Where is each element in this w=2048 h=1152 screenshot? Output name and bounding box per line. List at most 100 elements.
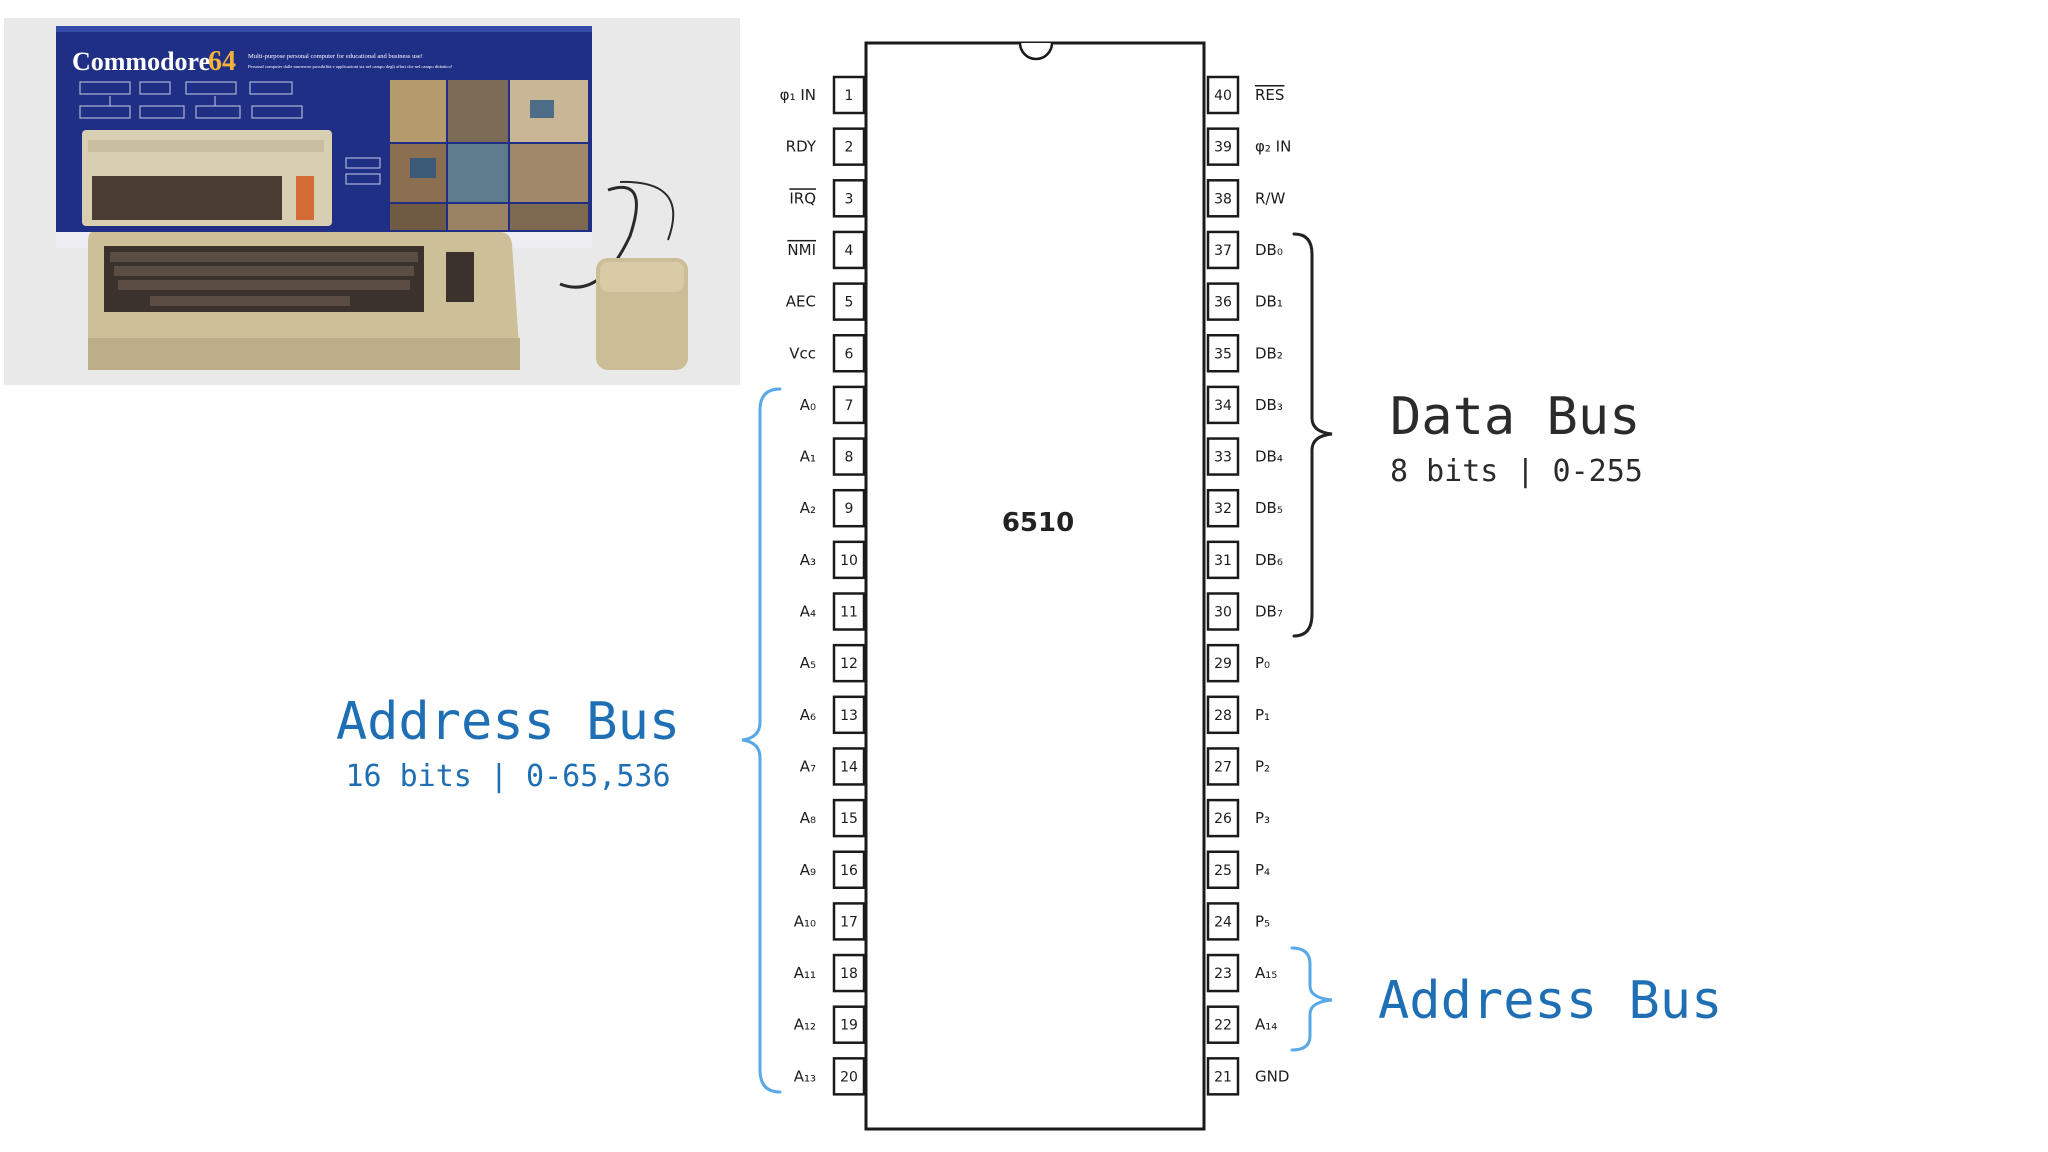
pin-label: A₃ — [800, 551, 816, 569]
pin-label: DB₃ — [1255, 396, 1283, 414]
data-bus-bracket — [1292, 232, 1333, 638]
chip-body — [864, 41, 1206, 1131]
pin-label: A₈ — [800, 809, 816, 827]
pin-number: 5 — [845, 295, 854, 311]
pin-label: RES — [1255, 86, 1284, 104]
pin-number: 25 — [1214, 863, 1232, 879]
pin-number: 13 — [840, 708, 858, 724]
pin-8: 8 A₁ — [800, 437, 866, 476]
pin-box — [832, 592, 866, 631]
pin-label: A₁₂ — [794, 1016, 816, 1034]
pin-number: 40 — [1214, 88, 1232, 104]
pin-label: P₅ — [1255, 912, 1270, 930]
chip-notch — [1018, 42, 1054, 61]
pin-label: A₀ — [800, 396, 816, 414]
pin-label: A₁ — [800, 448, 816, 466]
pin-18: 18 A₁₁ — [794, 953, 866, 993]
commodore-64-photo: Commodore 64 Multi-purpose personal comp… — [4, 18, 740, 385]
pin-number: 11 — [840, 605, 858, 621]
pin-box — [1206, 1057, 1240, 1096]
pin-number: 30 — [1214, 605, 1232, 621]
pin-number: 37 — [1214, 243, 1232, 259]
pin-label: P₀ — [1255, 654, 1270, 672]
pin-label: AEC — [786, 293, 816, 311]
pin-box — [832, 437, 866, 476]
pin-number: 14 — [840, 759, 858, 775]
pin-label: A₁₄ — [1255, 1016, 1277, 1034]
pin-number: 6 — [845, 346, 854, 362]
pin-label: A₁₁ — [794, 964, 816, 982]
pin-label: DB₆ — [1255, 551, 1283, 569]
c64-peripheral — [559, 180, 688, 370]
pin-label: DB₂ — [1255, 344, 1283, 362]
pin-box — [832, 127, 866, 166]
pin-number: 23 — [1214, 966, 1232, 982]
address-bus-bracket-right — [1290, 946, 1333, 1052]
address-bus-bracket-left — [741, 387, 782, 1094]
pin-label: Vᴄᴄ — [789, 344, 816, 362]
pin-box — [832, 1005, 866, 1044]
pin-box — [832, 747, 866, 786]
left-pins: 1φ₁ IN2RDY3IRQ4NMI5AEC6Vᴄᴄ7A₀8A₁9A₂10A₃1… — [780, 75, 866, 1096]
pin-label: GND — [1255, 1067, 1289, 1085]
pin-label: A₄ — [800, 603, 816, 621]
pin-number: 22 — [1214, 1018, 1232, 1034]
pin-number: 26 — [1214, 811, 1232, 827]
pin-box — [1206, 282, 1240, 321]
address-bus-subtitle-left: 16 bits | 0-65,536 — [345, 759, 670, 794]
pin-label: DB₇ — [1255, 603, 1283, 621]
pin-label: DB₅ — [1255, 499, 1283, 517]
pin-box — [832, 540, 866, 580]
chip-name: 6510 — [1002, 508, 1074, 538]
pin-10: 10 A₃ — [800, 540, 866, 580]
pin-number: 29 — [1214, 656, 1232, 672]
pin-box — [1206, 230, 1240, 270]
pin-box — [832, 850, 866, 889]
pin-box — [832, 179, 866, 218]
pin-number: 12 — [840, 656, 858, 672]
pin-number: 10 — [840, 553, 858, 569]
pin-label: P₁ — [1255, 706, 1270, 724]
pin-box — [1206, 334, 1240, 373]
address-bus-annotation-right: Address Bus — [1378, 971, 1722, 1031]
pin-box — [1206, 179, 1240, 218]
pin-box — [1206, 695, 1240, 735]
pin-label: A₁₅ — [1255, 964, 1277, 982]
pin-box — [832, 385, 866, 425]
pin-number: 8 — [845, 450, 854, 466]
pin-number: 18 — [840, 966, 858, 982]
pin-number: 39 — [1214, 140, 1232, 156]
pin-number: 9 — [845, 501, 854, 517]
pin-box — [1206, 953, 1240, 993]
pin-label: NMI — [787, 241, 816, 259]
chip-6510: 6510 1φ₁ IN2RDY3IRQ4NMI5AEC6Vᴄᴄ7A₀8A₁9A₂… — [780, 41, 1291, 1131]
pin-label: DB₁ — [1255, 293, 1283, 311]
pin-label: φ₁ IN — [780, 86, 816, 104]
pin-label: A₁₃ — [794, 1067, 816, 1085]
box-brand-text: Commodore — [72, 47, 210, 76]
pin-7: 7A₀ — [800, 385, 866, 425]
pin-box — [1206, 385, 1240, 425]
data-bus-annotation: Data Bus 8 bits | 0-255 — [1390, 387, 1643, 489]
box-model-text: 64 — [208, 46, 236, 77]
box-tagline-1: Multi-purpose personal computer for educ… — [248, 53, 423, 60]
pin-label: A₁₀ — [794, 912, 816, 930]
pin-box — [1206, 643, 1240, 683]
data-bus-subtitle: 8 bits | 0-255 — [1390, 454, 1643, 489]
pin-5: 5 AEC — [786, 282, 866, 321]
pin-label: R/W — [1255, 189, 1285, 207]
box-collage — [390, 80, 588, 230]
